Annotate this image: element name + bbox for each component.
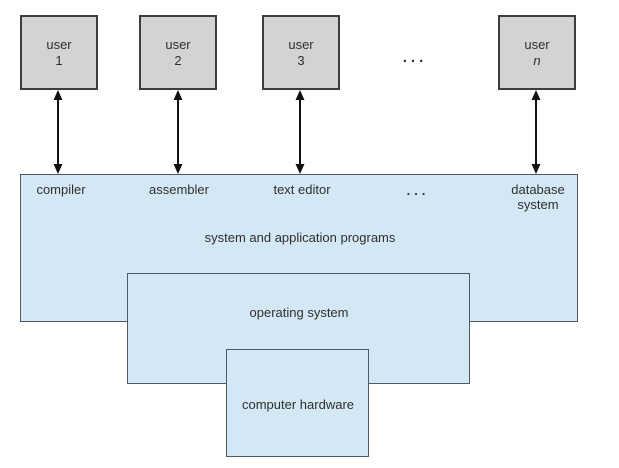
system-programs-caption: system and application programs — [204, 230, 396, 245]
user-box-1: user 1 — [20, 15, 98, 90]
user-box-3: user 3 — [262, 15, 340, 90]
program-label-database-system: database system — [511, 182, 565, 212]
programs-ellipsis: ... — [406, 183, 430, 198]
program-label-assembler: assembler — [149, 182, 209, 197]
arrow-user-3-programs — [295, 90, 305, 174]
user-box-number: n — [533, 52, 541, 68]
user-box-label: user — [524, 36, 550, 52]
user-box-n: user n — [498, 15, 576, 90]
arrow-user-n-programs — [531, 90, 541, 174]
user-box-label: user — [46, 36, 72, 52]
computer-hardware-layer: computer hardware — [226, 349, 369, 457]
user-box-label: user — [165, 36, 191, 52]
database-label-line2: system — [517, 197, 559, 212]
database-label-line1: database — [511, 182, 565, 197]
operating-system-caption: operating system — [249, 305, 349, 320]
user-box-number: 3 — [297, 52, 305, 68]
program-label-text-editor: text editor — [273, 182, 331, 197]
user-box-label: user — [288, 36, 314, 52]
arrow-user-1-programs — [53, 90, 63, 174]
user-box-number: 1 — [55, 52, 63, 68]
user-box-2: user 2 — [139, 15, 217, 90]
computer-hardware-caption: computer hardware — [242, 397, 354, 412]
arrow-user-2-programs — [173, 90, 183, 174]
program-label-compiler: compiler — [36, 182, 86, 197]
user-box-number: 2 — [174, 52, 182, 68]
users-ellipsis: ... — [402, 49, 428, 66]
